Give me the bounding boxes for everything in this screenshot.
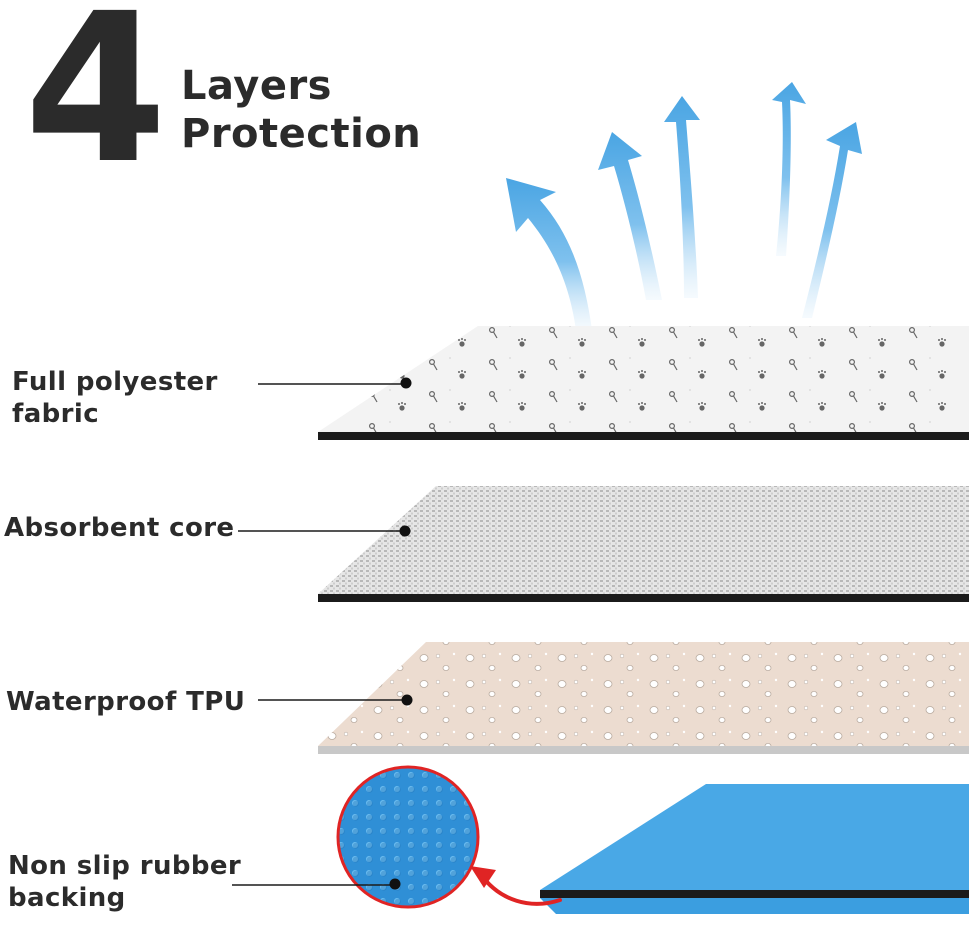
label-rubber-line-2: backing — [8, 883, 126, 913]
label-fabric: Full polyester fabric — [12, 366, 218, 430]
label-waterproof-tpu: Waterproof TPU — [6, 687, 246, 717]
rubber-backing-layer — [540, 784, 969, 914]
callout-arrow-icon — [470, 866, 562, 906]
label-leader-lines — [232, 377, 413, 890]
label-fabric-line-2: fabric — [12, 399, 100, 429]
magnified-circle-icon — [336, 765, 480, 909]
waterproof-tpu-layer — [318, 642, 969, 754]
layer-count-number: 4 — [24, 0, 167, 209]
title-line-1: Layers — [181, 63, 332, 109]
label-rubber-line-1: Non slip rubber — [8, 851, 242, 881]
label-rubber-backing: Non slip rubber backing — [8, 850, 241, 914]
label-absorbent-core: Absorbent core — [4, 513, 235, 543]
fabric-layer — [318, 326, 969, 440]
title-line-2: Protection — [181, 111, 422, 157]
absorbent-core-layer — [318, 486, 969, 602]
label-fabric-line-1: Full polyester — [12, 367, 218, 397]
breathable-arrow-icon — [506, 82, 862, 330]
page-title: Layers Protection — [181, 62, 421, 158]
